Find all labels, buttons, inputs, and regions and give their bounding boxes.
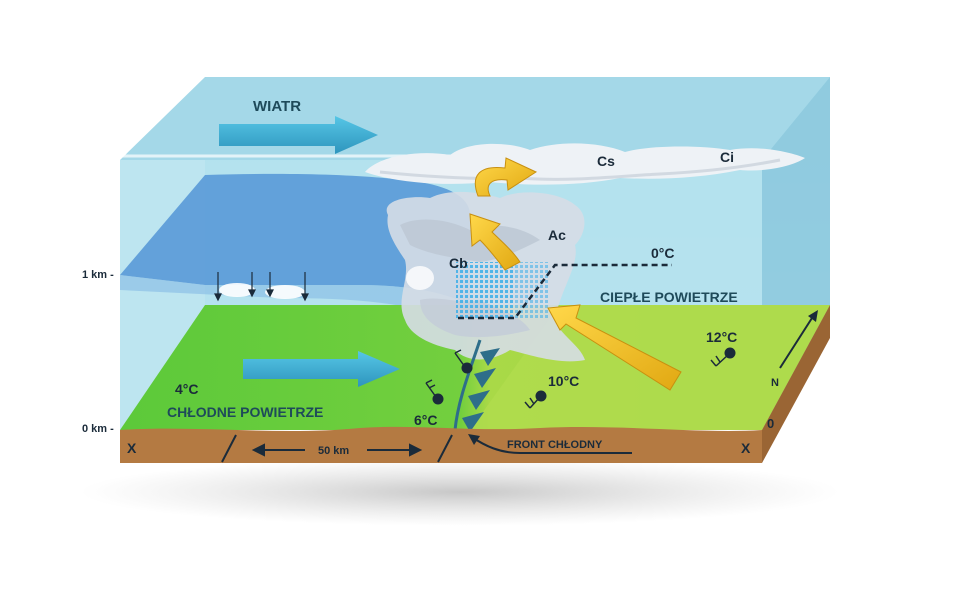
front-triangle (462, 412, 484, 432)
wind-label: WIATR (253, 98, 301, 115)
precipitation-zone (456, 262, 550, 318)
north-label: N (771, 377, 779, 389)
freezing-level-line (458, 263, 672, 320)
distance-scale (221, 434, 453, 463)
cloud-label-ci: Ci (720, 149, 734, 165)
station-symbol-6c (425, 379, 444, 405)
block-shadow (80, 458, 840, 526)
cold-front-label: FRONT CHŁODNY (507, 439, 603, 451)
cloud-label-cs: Cs (597, 153, 615, 169)
right-zero-label: 0 (767, 416, 774, 431)
section-right-label: X (741, 440, 751, 456)
front-triangle (468, 390, 490, 410)
cirrostratus-cloud (365, 143, 805, 185)
station-symbol-10c (524, 390, 547, 409)
temp-12c-label: 12°C (706, 329, 737, 345)
warm-air-rising-arrow (547, 304, 682, 391)
cold-air-mass-underside (120, 275, 470, 330)
station-symbol-front (454, 349, 473, 374)
distance-label: 50 km (318, 445, 349, 457)
altitude-0km-label: 0 km - (82, 423, 114, 435)
cloud-label-cb: Cb (449, 255, 468, 271)
front-direction-arrow (468, 434, 632, 454)
outflow-arrow (474, 157, 538, 197)
warm-air-label: CIEPŁE POWIETRZE (600, 289, 738, 305)
sinking-air-arrows (214, 272, 309, 302)
soil-right (762, 305, 830, 463)
front-line (453, 339, 500, 432)
wind-arrow (219, 116, 378, 154)
front-triangle (474, 368, 496, 388)
station-symbol-12c (710, 347, 736, 367)
temp-6c-label: 6°C (414, 412, 438, 428)
cloud-label-ac: Ac (548, 227, 566, 243)
freezing-level-label: 0°C (651, 245, 675, 261)
north-arrow-icon (779, 310, 818, 369)
cold-air-label: CHŁODNE POWIETRZE (167, 404, 323, 420)
front-triangle (480, 348, 500, 366)
cold-air-arrow (243, 351, 400, 387)
temp-4c-label: 4°C (175, 381, 199, 397)
temp-10c-label: 10°C (548, 373, 579, 389)
fair-weather-clouds (219, 283, 305, 299)
cold-air-mass (120, 173, 470, 305)
updraft-arrow (469, 213, 521, 271)
altitude-1km-label: 1 km - (82, 269, 114, 281)
section-left-label: X (127, 440, 137, 456)
